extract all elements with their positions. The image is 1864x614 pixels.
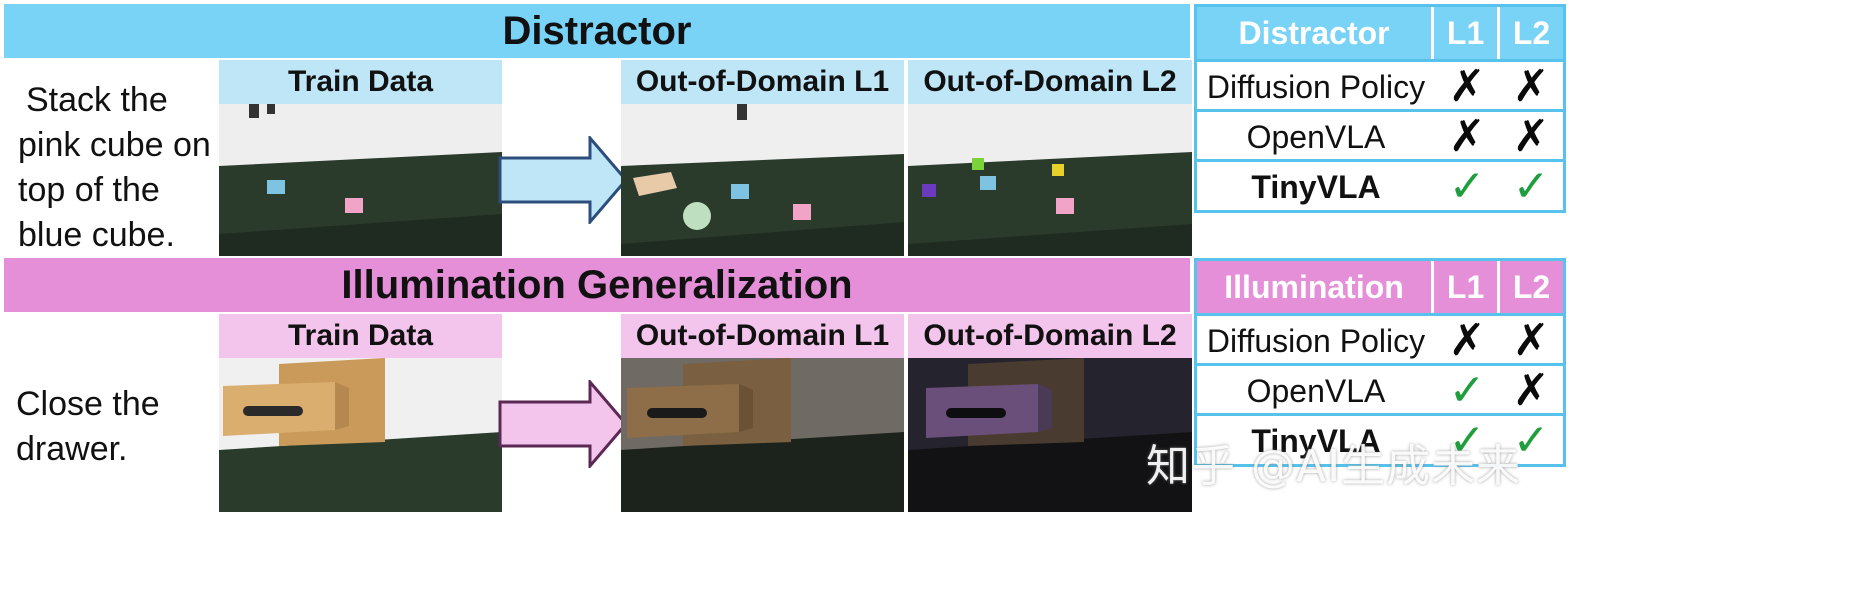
distractor-ood1-photo bbox=[621, 104, 904, 256]
illumination-banner: Illumination Generalization bbox=[4, 258, 1190, 312]
illumination-arrow bbox=[498, 380, 628, 468]
illumination-banner-title: Illumination Generalization bbox=[341, 262, 853, 307]
table-row: Diffusion Policy ✗ ✗ bbox=[1197, 313, 1563, 366]
table-row: OpenVLA ✗ ✗ bbox=[1197, 109, 1563, 162]
table-row: TinyVLA ✓ ✓ bbox=[1197, 159, 1563, 212]
task-line: top of the bbox=[18, 171, 160, 209]
cross-icon: ✗ bbox=[1448, 112, 1486, 161]
header-method: Illumination bbox=[1224, 268, 1404, 305]
illumination-ood1-photo bbox=[621, 358, 904, 512]
illumination-ood2-label: Out-of-Domain L2 bbox=[908, 314, 1192, 358]
distractor-train-photo bbox=[219, 104, 502, 256]
check-icon: ✓ bbox=[1448, 162, 1486, 211]
illumination-train-photo bbox=[219, 358, 502, 512]
method-name: TinyVLA bbox=[1251, 168, 1381, 205]
table-row: Diffusion Policy ✗ ✗ bbox=[1197, 59, 1563, 112]
distractor-banner-title: Distractor bbox=[502, 8, 692, 53]
task-line: drawer. bbox=[16, 430, 128, 468]
method-name: OpenVLA bbox=[1246, 118, 1386, 155]
check-icon: ✓ bbox=[1448, 366, 1486, 415]
distractor-results-table: Distractor L1 L2 Diffusion Policy ✗ ✗ Op… bbox=[1194, 4, 1566, 213]
illumination-results-table: Illumination L1 L2 Diffusion Policy ✗ ✗ … bbox=[1194, 258, 1566, 467]
header-l2: L2 bbox=[1497, 7, 1563, 59]
cross-icon: ✗ bbox=[1512, 112, 1550, 161]
check-icon: ✓ bbox=[1512, 416, 1550, 465]
task-line: blue cube. bbox=[18, 216, 175, 254]
method-name: Diffusion Policy bbox=[1206, 322, 1426, 359]
check-icon: ✓ bbox=[1448, 416, 1486, 465]
table-header: Distractor L1 L2 bbox=[1197, 7, 1563, 59]
illumination-train-label: Train Data bbox=[219, 314, 502, 358]
cross-icon: ✗ bbox=[1512, 366, 1550, 415]
distractor-ood1-label: Out-of-Domain L1 bbox=[621, 60, 904, 104]
method-name: Diffusion Policy bbox=[1206, 68, 1426, 105]
distractor-ood2-label: Out-of-Domain L2 bbox=[908, 60, 1192, 104]
task-line: Stack the bbox=[26, 81, 168, 119]
header-l2: L2 bbox=[1497, 261, 1563, 313]
illumination-task-instruction: Close the drawer. bbox=[16, 382, 216, 472]
illumination-ood1-label: Out-of-Domain L1 bbox=[621, 314, 904, 358]
table-row: TinyVLA ✓ ✓ bbox=[1197, 413, 1563, 466]
header-l1: L1 bbox=[1431, 261, 1497, 313]
watermark-text: 知乎 @AI生成未来 bbox=[1146, 441, 1522, 492]
check-icon: ✓ bbox=[1512, 162, 1550, 211]
task-line: Close the bbox=[16, 385, 160, 423]
table-header: Illumination L1 L2 bbox=[1197, 261, 1563, 313]
distractor-task-instruction: Stack the pink cube on top of the blue c… bbox=[18, 78, 218, 258]
distractor-ood2-photo bbox=[908, 104, 1192, 256]
method-name: TinyVLA bbox=[1251, 422, 1381, 459]
distractor-arrow bbox=[498, 136, 628, 224]
cross-icon: ✗ bbox=[1448, 316, 1486, 365]
cross-icon: ✗ bbox=[1512, 316, 1550, 365]
method-name: OpenVLA bbox=[1246, 372, 1386, 409]
task-line: pink cube on bbox=[18, 126, 211, 164]
header-l1: L1 bbox=[1431, 7, 1497, 59]
header-method: Distractor bbox=[1238, 14, 1390, 51]
distractor-banner: Distractor bbox=[4, 4, 1190, 58]
cross-icon: ✗ bbox=[1512, 62, 1550, 111]
illumination-ood2-photo bbox=[908, 358, 1192, 512]
table-row: OpenVLA ✓ ✗ bbox=[1197, 363, 1563, 416]
cross-icon: ✗ bbox=[1448, 62, 1486, 111]
distractor-train-label: Train Data bbox=[219, 60, 502, 104]
